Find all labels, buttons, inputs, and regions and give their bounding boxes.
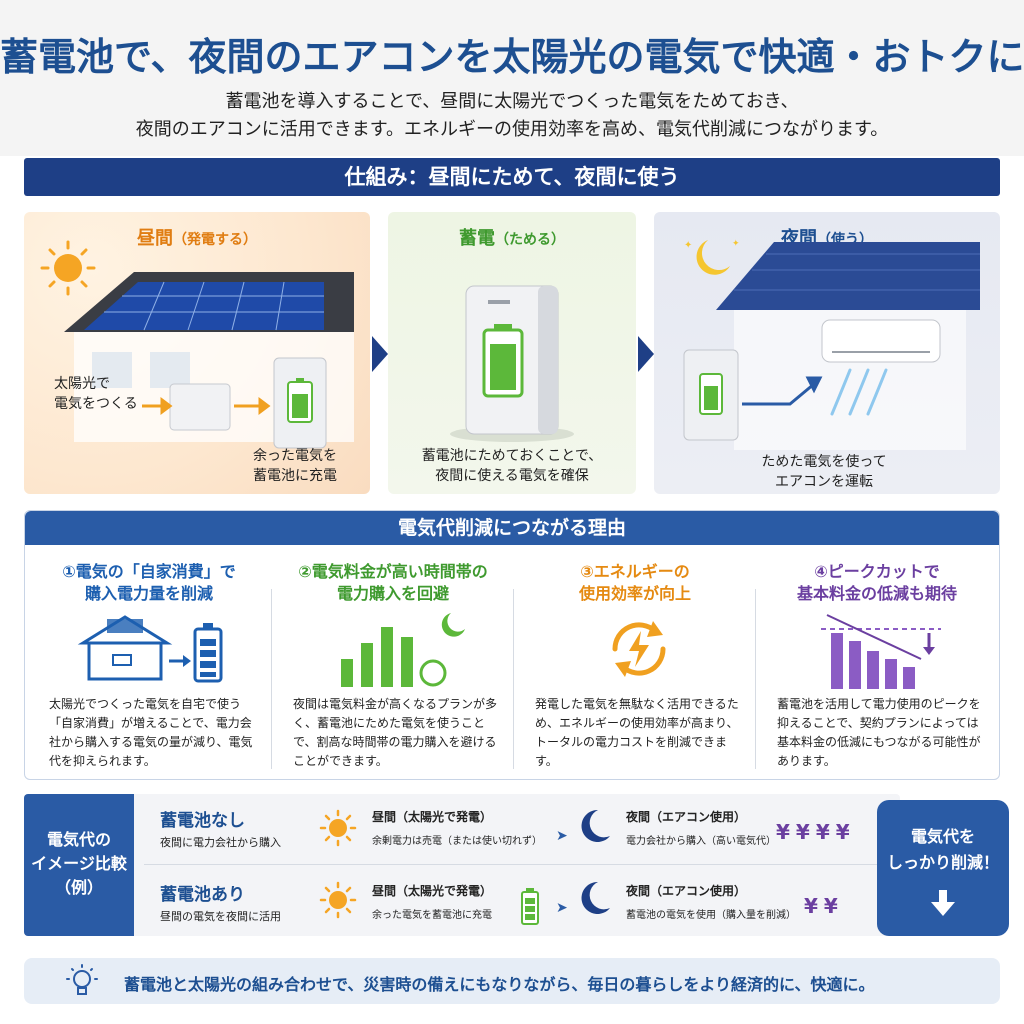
caption-solar: 太陽光で 電気をつくる	[54, 376, 138, 412]
battery-icon	[521, 888, 539, 925]
reasons-heading: 電気代削減につながる理由	[25, 511, 999, 545]
panel-daytime-title: 昼間（発電する）	[137, 228, 257, 249]
row2-night-text: 蓄電池の電気を使用（購入量を削減）	[626, 910, 796, 921]
reason-card-4: ④ピークカットで 基本料金の低減も期待 蓄電池を活用して電力使用のピークを抑える…	[757, 555, 997, 775]
peak-cut-chart-icon	[821, 614, 941, 689]
bar-chart-moon-icon	[341, 613, 465, 687]
reasons-section: 電気代削減につながる理由 ①電気の「自家消費」で 購入電力量を削減 太陽光でつく…	[24, 510, 1000, 780]
svg-text:✦: ✦	[684, 240, 692, 251]
reason-card-1: ①電気の「自家消費」で 購入電力量を削減 太陽光でつくった電気を自宅で使う「自家…	[29, 555, 269, 775]
storage-illustration	[450, 285, 574, 442]
comparison-section: 電気代の イメージ比較 （例） 蓄電池なし 夜間に電力会社から購入 昼間（太陽光…	[24, 794, 900, 936]
footer-banner: 蓄電池と太陽光の組み合わせで、災害時の備えにもなりながら、毎日の暮らしをより経済…	[24, 958, 1000, 1004]
reason-text: 発電した電気を無駄なく活用できるため、エネルギーの使用効率が高まり、トータルの電…	[535, 697, 739, 768]
moon-icon	[581, 881, 610, 914]
moon-icon: ✦ ✦	[684, 239, 740, 275]
page-subtitle: 蓄電池を導入することで、昼間に太陽光でつくった電気をためておき、 夜間のエアコン…	[0, 88, 1024, 144]
reason-title: ③エネルギーの 使用効率が向上	[578, 562, 691, 603]
reason-text: 太陽光でつくった電気を自宅で使う「自家消費」が増えることで、電力会社から購入する…	[49, 697, 253, 768]
subtitle-line-1: 蓄電池を導入することで、昼間に太陽光でつくった電気をためておき、	[225, 91, 799, 112]
reason-divider	[271, 589, 272, 769]
battery-unit-large-icon	[450, 285, 574, 442]
night-illustration: ✦ ✦	[683, 239, 980, 450]
row1-night-title: 夜間（エアコン使用）	[626, 810, 747, 824]
sun-icon	[40, 240, 96, 296]
panel-storage: 蓄電（ためる） 蓄電池にためておくことで、 夜間に使える電気を確保	[388, 212, 636, 494]
subtitle-line-2: 夜間のエアコンに活用できます。エネルギーの使用効率を高め、電気代削減につながりま…	[135, 119, 889, 140]
air-conditioner-icon	[821, 319, 941, 416]
footer-text: 蓄電池と太陽光の組み合わせで、災害時の備えにもなりながら、毎日の暮らしをより経済…	[124, 975, 875, 994]
reason-divider	[755, 589, 756, 769]
arrow-right-icon: ➤	[556, 828, 568, 844]
reason-card-2: ②電気料金が高い時間帯の 電力購入を回避 夜間は電気料金が高くなるプランが多く、…	[273, 555, 513, 775]
yen-high-icon: ¥¥¥¥	[776, 820, 856, 844]
energy-cycle-icon	[612, 621, 666, 677]
reason-text: 蓄電池を活用して電力使用のピークを抑えることで、契約プランによっては基本料金の低…	[777, 697, 981, 768]
row2-day-title: 昼間（太陽光で発電）	[372, 884, 493, 898]
comparison-label: 電気代の イメージ比較 （例）	[24, 794, 134, 936]
mechanism-heading: 仕組み：昼間にためて、夜間に使う	[24, 158, 1000, 196]
panel-night: 夜間（使う） ✦ ✦ ためた	[654, 212, 1000, 494]
arrow-right-icon: ➤	[556, 900, 568, 916]
row1-night-text: 電力会社から購入（高い電気代）	[626, 836, 776, 847]
row-title-no-battery: 蓄電池なし	[160, 811, 245, 831]
reason-title: ①電気の「自家消費」で 購入電力量を削減	[62, 562, 236, 603]
daytime-illustration	[40, 240, 354, 449]
sun-icon	[319, 881, 357, 919]
row2-day-text: 余った電気を蓄電池に充電	[372, 910, 492, 921]
caption-storage: 蓄電池にためておくことで、 夜間に使える電気を確保	[421, 448, 603, 484]
flow-arrow-icon	[372, 336, 388, 372]
panel-storage-title: 蓄電（ためる）	[459, 228, 565, 249]
reason-text: 夜間は電気料金が高くなるプランが多く、蓄電池にためた電気を使うことで、割高な時間…	[293, 697, 498, 768]
row1-day-title: 昼間（太陽光で発電）	[372, 810, 493, 824]
callout-text: 電気代を しっかり削減！	[886, 827, 999, 872]
moon-icon	[581, 809, 610, 842]
reason-card-3: ③エネルギーの 使用効率が向上 発電した電気を無駄なく活用できるため、エネルギー…	[515, 555, 755, 775]
row-title-with-battery: 蓄電池あり	[160, 885, 245, 905]
row-sub-with-battery: 昼間の電気を夜間に活用	[160, 910, 281, 923]
yen-low-icon: ¥¥	[804, 894, 844, 918]
caption-night: ためた電気を使って エアコンを運転	[761, 454, 887, 490]
flow-arrow-icon	[638, 336, 654, 372]
savings-callout: 電気代を しっかり削減！	[877, 800, 1009, 936]
page-title: 蓄電池で、夜間のエアコンを太陽光の電気で快適・おトクに	[0, 35, 1024, 79]
caption-charge: 余った電気を 蓄電池に充電	[253, 448, 337, 484]
sun-icon	[319, 809, 357, 847]
reason-title: ④ピークカットで 基本料金の低減も期待	[796, 562, 957, 603]
reason-title: ②電気料金が高い時間帯の 電力購入を回避	[298, 562, 488, 603]
panel-daytime: 昼間（発電する）	[24, 212, 370, 494]
row-sub-no-battery: 夜間に電力会社から購入	[160, 836, 281, 849]
arrow-down-icon	[931, 890, 955, 916]
battery-unit-icon	[683, 349, 739, 441]
svg-text:✦: ✦	[732, 239, 740, 249]
row2-night-title: 夜間（エアコン使用）	[626, 884, 747, 898]
lightbulb-icon	[66, 964, 98, 995]
row1-day-text: 余剰電力は売電（または使い切れず）	[372, 836, 542, 847]
header-background	[0, 0, 1024, 156]
row-divider	[144, 864, 884, 865]
battery-unit-icon	[273, 357, 327, 449]
house-battery-icon	[77, 615, 223, 683]
reason-divider	[513, 589, 514, 769]
